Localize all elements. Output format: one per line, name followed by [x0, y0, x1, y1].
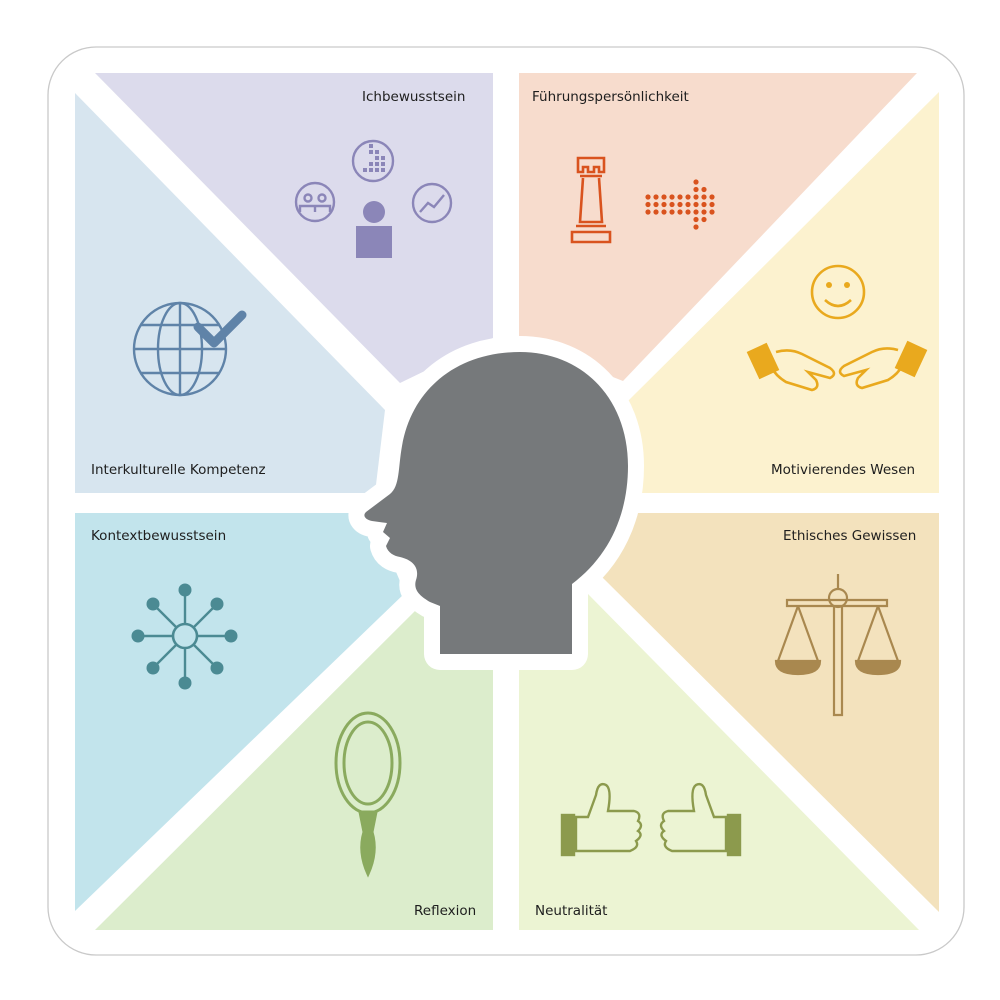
label-ethisches: Ethisches Gewissen	[783, 528, 917, 544]
arrow-dot	[653, 194, 659, 200]
arrow-dot	[693, 224, 699, 230]
network-node	[210, 661, 224, 675]
arrow-dot	[677, 194, 683, 200]
network-node	[146, 597, 160, 611]
label-ichbewusstsein: Ichbewusstsein	[362, 89, 466, 105]
chess-rook-arrow-icon	[570, 156, 715, 244]
label-reflexion: Reflexion	[414, 903, 477, 919]
balance-scale-icon	[774, 574, 902, 717]
arrow-dot	[709, 201, 715, 208]
segment-interkulturelle	[75, 93, 385, 493]
smiley-handshake-icon	[746, 264, 928, 392]
arrow-dot	[693, 201, 699, 208]
network-node	[178, 676, 192, 690]
segment-fuehrung	[519, 73, 917, 381]
arrow-dot	[693, 209, 699, 215]
arrow-dot	[653, 201, 659, 208]
label-neutralitaet: Neutralität	[535, 903, 608, 919]
network-node	[210, 597, 224, 611]
arrow-dot	[677, 209, 683, 215]
arrow-dot	[701, 186, 707, 193]
arrow-dot	[701, 216, 707, 223]
hand-mirror-icon	[334, 711, 402, 878]
segment-motivierendes	[628, 92, 939, 493]
arrow-dot	[693, 194, 699, 200]
arrow-dot	[669, 201, 675, 208]
arrow-dot	[645, 194, 651, 200]
arrow-dot	[669, 209, 675, 215]
globe-check-icon	[132, 301, 247, 397]
arrow-dot	[685, 194, 691, 200]
arrow-dot	[677, 201, 683, 208]
label-interkulturelle: Interkulturelle Kompetenz	[91, 462, 266, 478]
arrow-dot	[645, 201, 651, 208]
network-node	[146, 661, 160, 675]
arrow-dot	[661, 201, 667, 208]
arrow-dot	[701, 194, 707, 200]
arrow-dot	[693, 179, 699, 185]
thumbs-up-icon	[560, 782, 742, 857]
label-kontext: Kontextbewusstsein	[91, 528, 227, 544]
label-motivierendes: Motivierendes Wesen	[771, 462, 916, 478]
arrow-dot	[693, 186, 699, 193]
arrow-dot	[685, 201, 691, 208]
segment-neutralitaet	[519, 594, 919, 930]
label-fuehrung: Führungspersönlichkeit	[532, 89, 689, 105]
arrow-dot	[701, 209, 707, 215]
segment-ethisches	[602, 513, 939, 912]
arrow-dot	[685, 209, 691, 215]
arrow-dot	[645, 209, 651, 215]
arrow-dot	[709, 194, 715, 200]
arrow-dot	[709, 209, 715, 215]
arrow-dot	[653, 209, 659, 215]
network-icon	[131, 583, 238, 690]
network-node	[131, 629, 145, 643]
arrow-dot	[701, 201, 707, 208]
arrow-dot	[669, 194, 675, 200]
segment-reflexion	[95, 606, 493, 930]
segment-kontext	[75, 513, 405, 911]
arrow-dot	[661, 209, 667, 215]
segment-ichbewusstsein	[95, 73, 493, 383]
arrow-dot	[661, 194, 667, 200]
arrow-dot	[693, 216, 699, 223]
network-node	[178, 583, 192, 597]
network-node	[224, 629, 238, 643]
self-awareness-icon	[294, 139, 453, 258]
human-head-icon	[348, 336, 644, 670]
